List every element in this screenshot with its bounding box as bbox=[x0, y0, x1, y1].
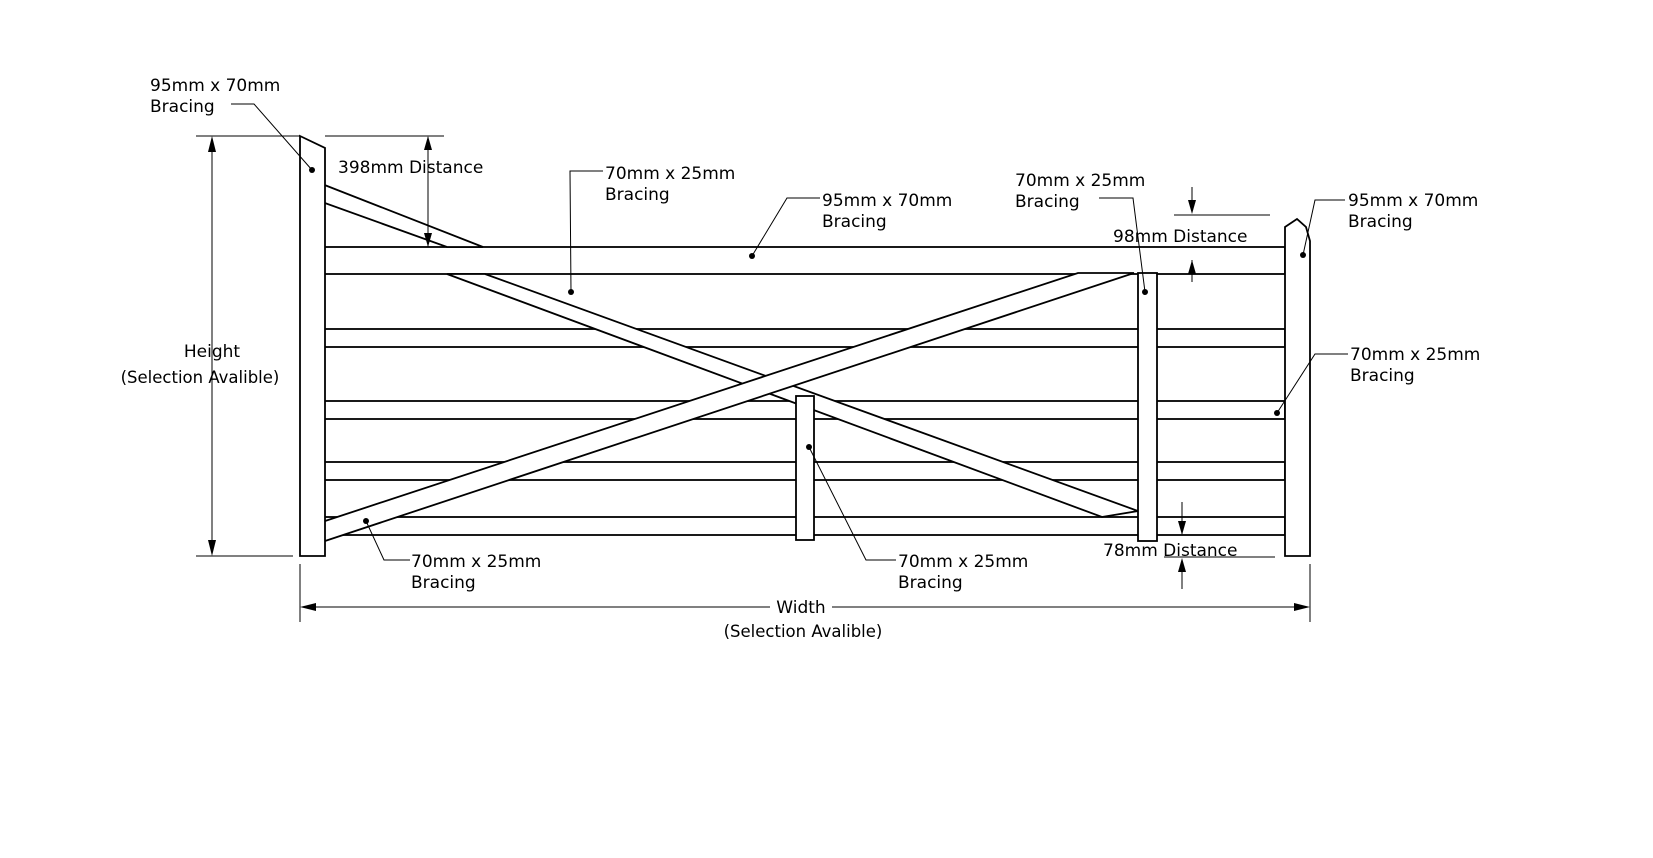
label-top-rail-type: Bracing bbox=[822, 212, 887, 232]
label-bottom-brace-type: Bracing bbox=[411, 573, 476, 593]
dist-398-arrow-bottom bbox=[424, 233, 432, 247]
descending-diagonal-brace bbox=[446, 273, 1142, 518]
label-top-left-post-type: Bracing bbox=[150, 97, 215, 117]
label-rail-gap-distance: 98mm Distance bbox=[1113, 227, 1248, 247]
leader-lines bbox=[231, 103, 1348, 561]
label-top-left-post-size: 95mm x 70mm bbox=[150, 76, 280, 96]
right-post bbox=[1284, 217, 1311, 557]
label-diag-brace-size: 70mm x 25mm bbox=[605, 164, 735, 184]
gate-structure bbox=[299, 134, 1311, 557]
label-bottom-distance: 78mm Distance bbox=[1103, 541, 1238, 561]
left-post bbox=[299, 134, 326, 557]
label-bottom-brace-size: 70mm x 25mm bbox=[411, 552, 541, 572]
label-mid-stile-type: Bracing bbox=[1015, 192, 1080, 212]
dimension-lines bbox=[196, 135, 1311, 622]
labels: 95mm x 70mm Bracing 398mm Distance 70mm … bbox=[121, 76, 1481, 641]
label-width-title: Width bbox=[776, 598, 825, 618]
label-height-title: Height bbox=[184, 342, 241, 362]
label-mid-stile-size: 70mm x 25mm bbox=[1015, 171, 1145, 191]
label-height-note: (Selection Avalible) bbox=[121, 368, 280, 387]
height-arrow-bottom bbox=[208, 540, 216, 556]
label-right-post-type: Bracing bbox=[1348, 212, 1413, 232]
height-arrow-top bbox=[208, 136, 216, 152]
label-centre-strut-size: 70mm x 25mm bbox=[898, 552, 1028, 572]
dist-78-arrow-bottom bbox=[1178, 558, 1186, 572]
dist-98-arrow-top bbox=[1188, 200, 1196, 214]
top-left-short-brace bbox=[321, 182, 484, 248]
dist-398-arrow-top bbox=[424, 136, 432, 150]
label-top-distance: 398mm Distance bbox=[338, 158, 483, 178]
width-arrow-left bbox=[300, 603, 316, 611]
label-right-rail-type: Bracing bbox=[1350, 366, 1415, 386]
label-top-rail-size: 95mm x 70mm bbox=[822, 191, 952, 211]
label-centre-strut-type: Bracing bbox=[898, 573, 963, 593]
dist-78-arrow-top bbox=[1178, 521, 1186, 535]
width-arrow-right bbox=[1294, 603, 1310, 611]
dist-98-arrow-bottom bbox=[1188, 260, 1196, 274]
label-right-rail-size: 70mm x 25mm bbox=[1350, 345, 1480, 365]
label-right-post-size: 95mm x 70mm bbox=[1348, 191, 1478, 211]
mid-stile bbox=[1137, 272, 1158, 542]
label-width-note: (Selection Avalible) bbox=[724, 622, 883, 641]
centre-strut bbox=[795, 395, 815, 541]
label-diag-brace-type: Bracing bbox=[605, 185, 670, 205]
